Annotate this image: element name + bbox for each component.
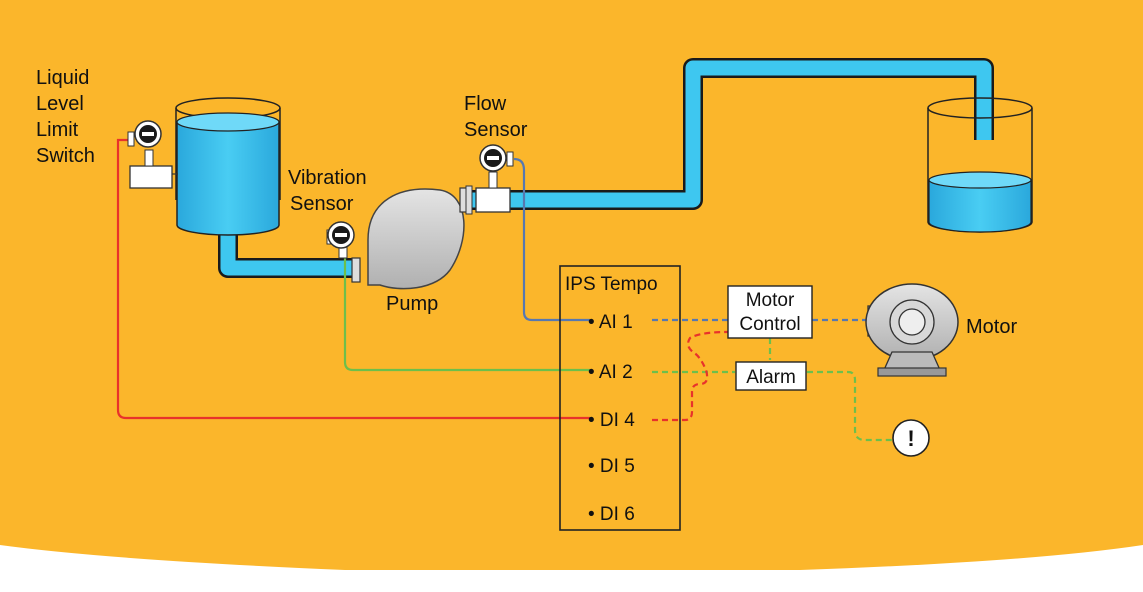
- pump: [351, 187, 471, 290]
- flow-label-line1: Flow: [464, 93, 507, 115]
- ips-title: IPS Tempo: [565, 274, 658, 295]
- wire-di4-to-control: [652, 330, 729, 422]
- background-panel: [0, 0, 1143, 570]
- wire-ai2-to-alarm: [652, 370, 893, 442]
- motor-control-line2: Control: [739, 314, 800, 335]
- level-switch-label-line3: Limit: [36, 119, 79, 141]
- level-switch-label-line4: Switch: [36, 145, 95, 167]
- alarm-label: Alarm: [746, 367, 796, 388]
- vibration-sensor-transmitter: [326, 221, 355, 259]
- level-switch-label: Liquid Level Limit Switch: [36, 67, 95, 167]
- destination-tank: [927, 97, 1033, 233]
- output-wiring: [652, 318, 893, 442]
- wire-level-to-di4: [116, 138, 590, 420]
- ips-channel-di5: • DI 5: [588, 456, 635, 477]
- motor-control-box: Motor Control: [727, 285, 813, 339]
- wiring: [116, 138, 590, 420]
- flow-label-line2: Sensor: [464, 119, 528, 141]
- flow-meter-body: [465, 171, 511, 215]
- vibration-label-line2: Sensor: [290, 193, 354, 215]
- vibration-sensor-label: Vibration Sensor: [288, 167, 367, 215]
- level-switch-label-line2: Level: [36, 93, 84, 115]
- ips-channel-di4: • DI 4: [588, 410, 635, 431]
- vibration-label-line1: Vibration: [288, 167, 367, 189]
- ips-channel-di6: • DI 6: [588, 504, 635, 525]
- level-switch-transmitter: [127, 120, 178, 189]
- motor-label: Motor: [966, 316, 1017, 338]
- ips-channel-ai1: • AI 1: [588, 312, 633, 333]
- ips-channel-ai2: • AI 2: [588, 362, 633, 383]
- motor-icon: [865, 283, 959, 377]
- source-tank: [175, 97, 281, 236]
- pump-label: Pump: [386, 293, 438, 315]
- pipe-system: [218, 58, 994, 278]
- alarm-indicator-icon: !: [892, 419, 930, 457]
- alarm-symbol: !: [907, 426, 914, 451]
- alarm-box: Alarm: [735, 361, 807, 391]
- ips-tempo-module: IPS Tempo • AI 1 • AI 2 • DI 4 • DI 5 • …: [559, 265, 681, 531]
- motor-control-line1: Motor: [746, 290, 795, 311]
- flow-sensor-label: Flow Sensor: [464, 93, 528, 141]
- flow-sensor-transmitter: [479, 144, 514, 172]
- wire-flow-to-ai1: [513, 157, 590, 322]
- wire-vibration-to-ai2: [343, 258, 590, 372]
- level-switch-label-line1: Liquid: [36, 67, 89, 89]
